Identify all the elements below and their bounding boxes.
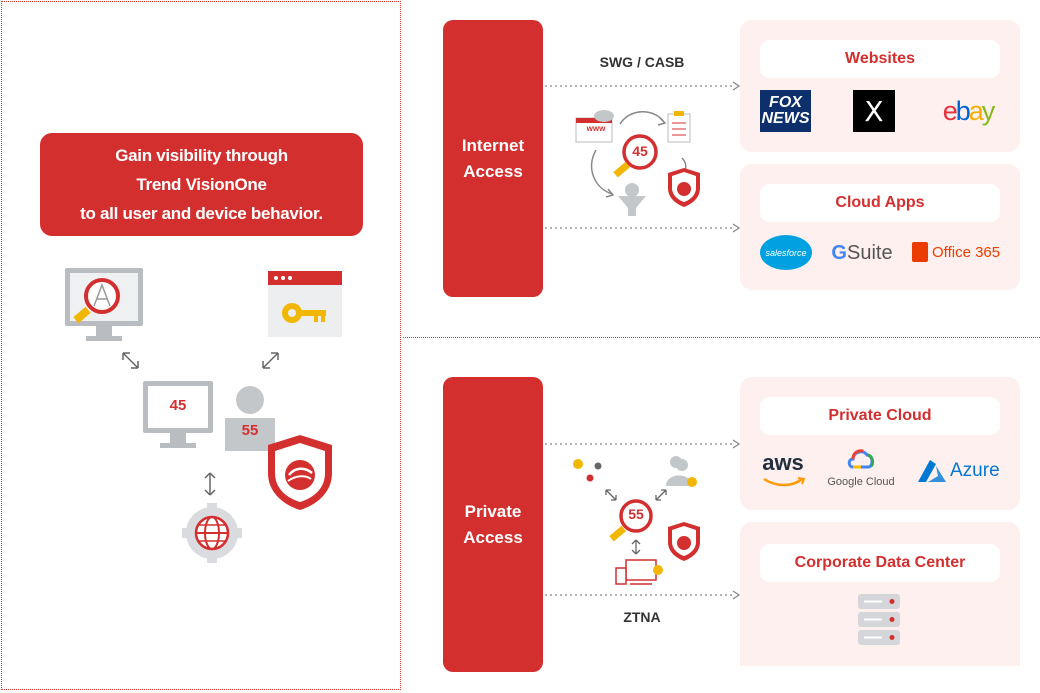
server-rack-icon	[858, 594, 900, 645]
google-cloud-logo: Google Cloud	[827, 476, 895, 488]
gsuite-logo-g: G	[831, 241, 847, 264]
visibility-banner: Gain visibility through Trend VisionOne …	[40, 133, 363, 236]
devices-icon	[615, 559, 663, 585]
office-365-icon	[912, 242, 928, 262]
ebay-logo-a: a	[968, 95, 984, 126]
private-access-pill: Private Access	[443, 377, 543, 672]
www-browser-icon	[575, 110, 614, 143]
aws-logo: aws	[762, 450, 804, 475]
internet-access-pill: Internet Access	[443, 20, 543, 297]
ebay-logo-e: e	[942, 95, 958, 126]
section-divider	[403, 337, 1040, 338]
user-icon	[225, 386, 275, 451]
websites-title: Websites	[760, 40, 1000, 78]
salesforce-logo: salesforce	[760, 235, 812, 270]
fox-news-logo-news: NEWS	[761, 110, 810, 127]
internet-access-line-2: Access	[463, 161, 523, 181]
office-365-logo: Office 365	[932, 244, 1001, 261]
www-label: www	[586, 124, 606, 133]
swg-illustration	[575, 110, 700, 216]
visibility-illustration	[65, 268, 342, 563]
private-score: 55	[628, 506, 644, 522]
private-connectors	[545, 439, 741, 600]
fox-news-logo: FOX NEWS	[760, 90, 811, 132]
gsuite-logo-suite: Suite	[846, 241, 893, 264]
connection-arrows	[122, 352, 279, 496]
aws-smile-icon	[763, 477, 806, 487]
ebay-logo-b: b	[955, 95, 971, 126]
ztna-label: ZTNA	[623, 609, 661, 625]
banner-line-3: to all user and device behavior.	[80, 204, 323, 223]
x-logo: X	[853, 90, 895, 132]
globe-gear-icon	[182, 503, 242, 563]
filter-funnel-icon	[618, 183, 646, 216]
checklist-icon	[667, 111, 691, 143]
banner-line-2: Trend VisionOne	[136, 175, 267, 194]
user-score: 55	[241, 422, 259, 439]
dots-icon	[573, 459, 602, 482]
monitor-magnifier-icon	[65, 268, 143, 341]
endpoint-score: 45	[169, 397, 187, 414]
left-panel	[1, 1, 401, 690]
google-cloud-icon	[847, 449, 875, 469]
azure-icon	[918, 460, 946, 482]
cloud-apps-group	[740, 164, 1020, 290]
internet-access-line-1: Internet	[461, 135, 525, 155]
users-icon	[666, 456, 697, 487]
banner-line-1: Gain visibility through	[115, 146, 288, 165]
browser-key-icon	[268, 271, 342, 337]
ebay-logo: e b a y	[935, 94, 1001, 128]
internet-connectors	[545, 81, 741, 233]
internet-score: 45	[632, 143, 648, 159]
shield-icon	[268, 435, 332, 510]
small-shield-icon	[668, 168, 700, 207]
endpoint-monitor-icon	[143, 381, 213, 448]
score-magnifier-icon	[622, 134, 658, 170]
score-magnifier-icon	[619, 499, 653, 533]
private-cloud-title: Private Cloud	[760, 397, 1000, 435]
private-access-line-1: Private	[464, 501, 522, 521]
azure-logo: Azure	[950, 460, 1000, 481]
ztna-illustration	[573, 456, 700, 585]
data-center-title: Corporate Data Center	[760, 544, 1000, 582]
cloud-apps-title: Cloud Apps	[760, 184, 1000, 222]
swg-casb-label: SWG / CASB	[599, 54, 685, 70]
private-access-line-2: Access	[463, 527, 523, 547]
fox-news-logo-fox: FOX	[769, 94, 802, 111]
ebay-logo-y: y	[981, 95, 995, 126]
small-shield-icon	[668, 522, 700, 561]
